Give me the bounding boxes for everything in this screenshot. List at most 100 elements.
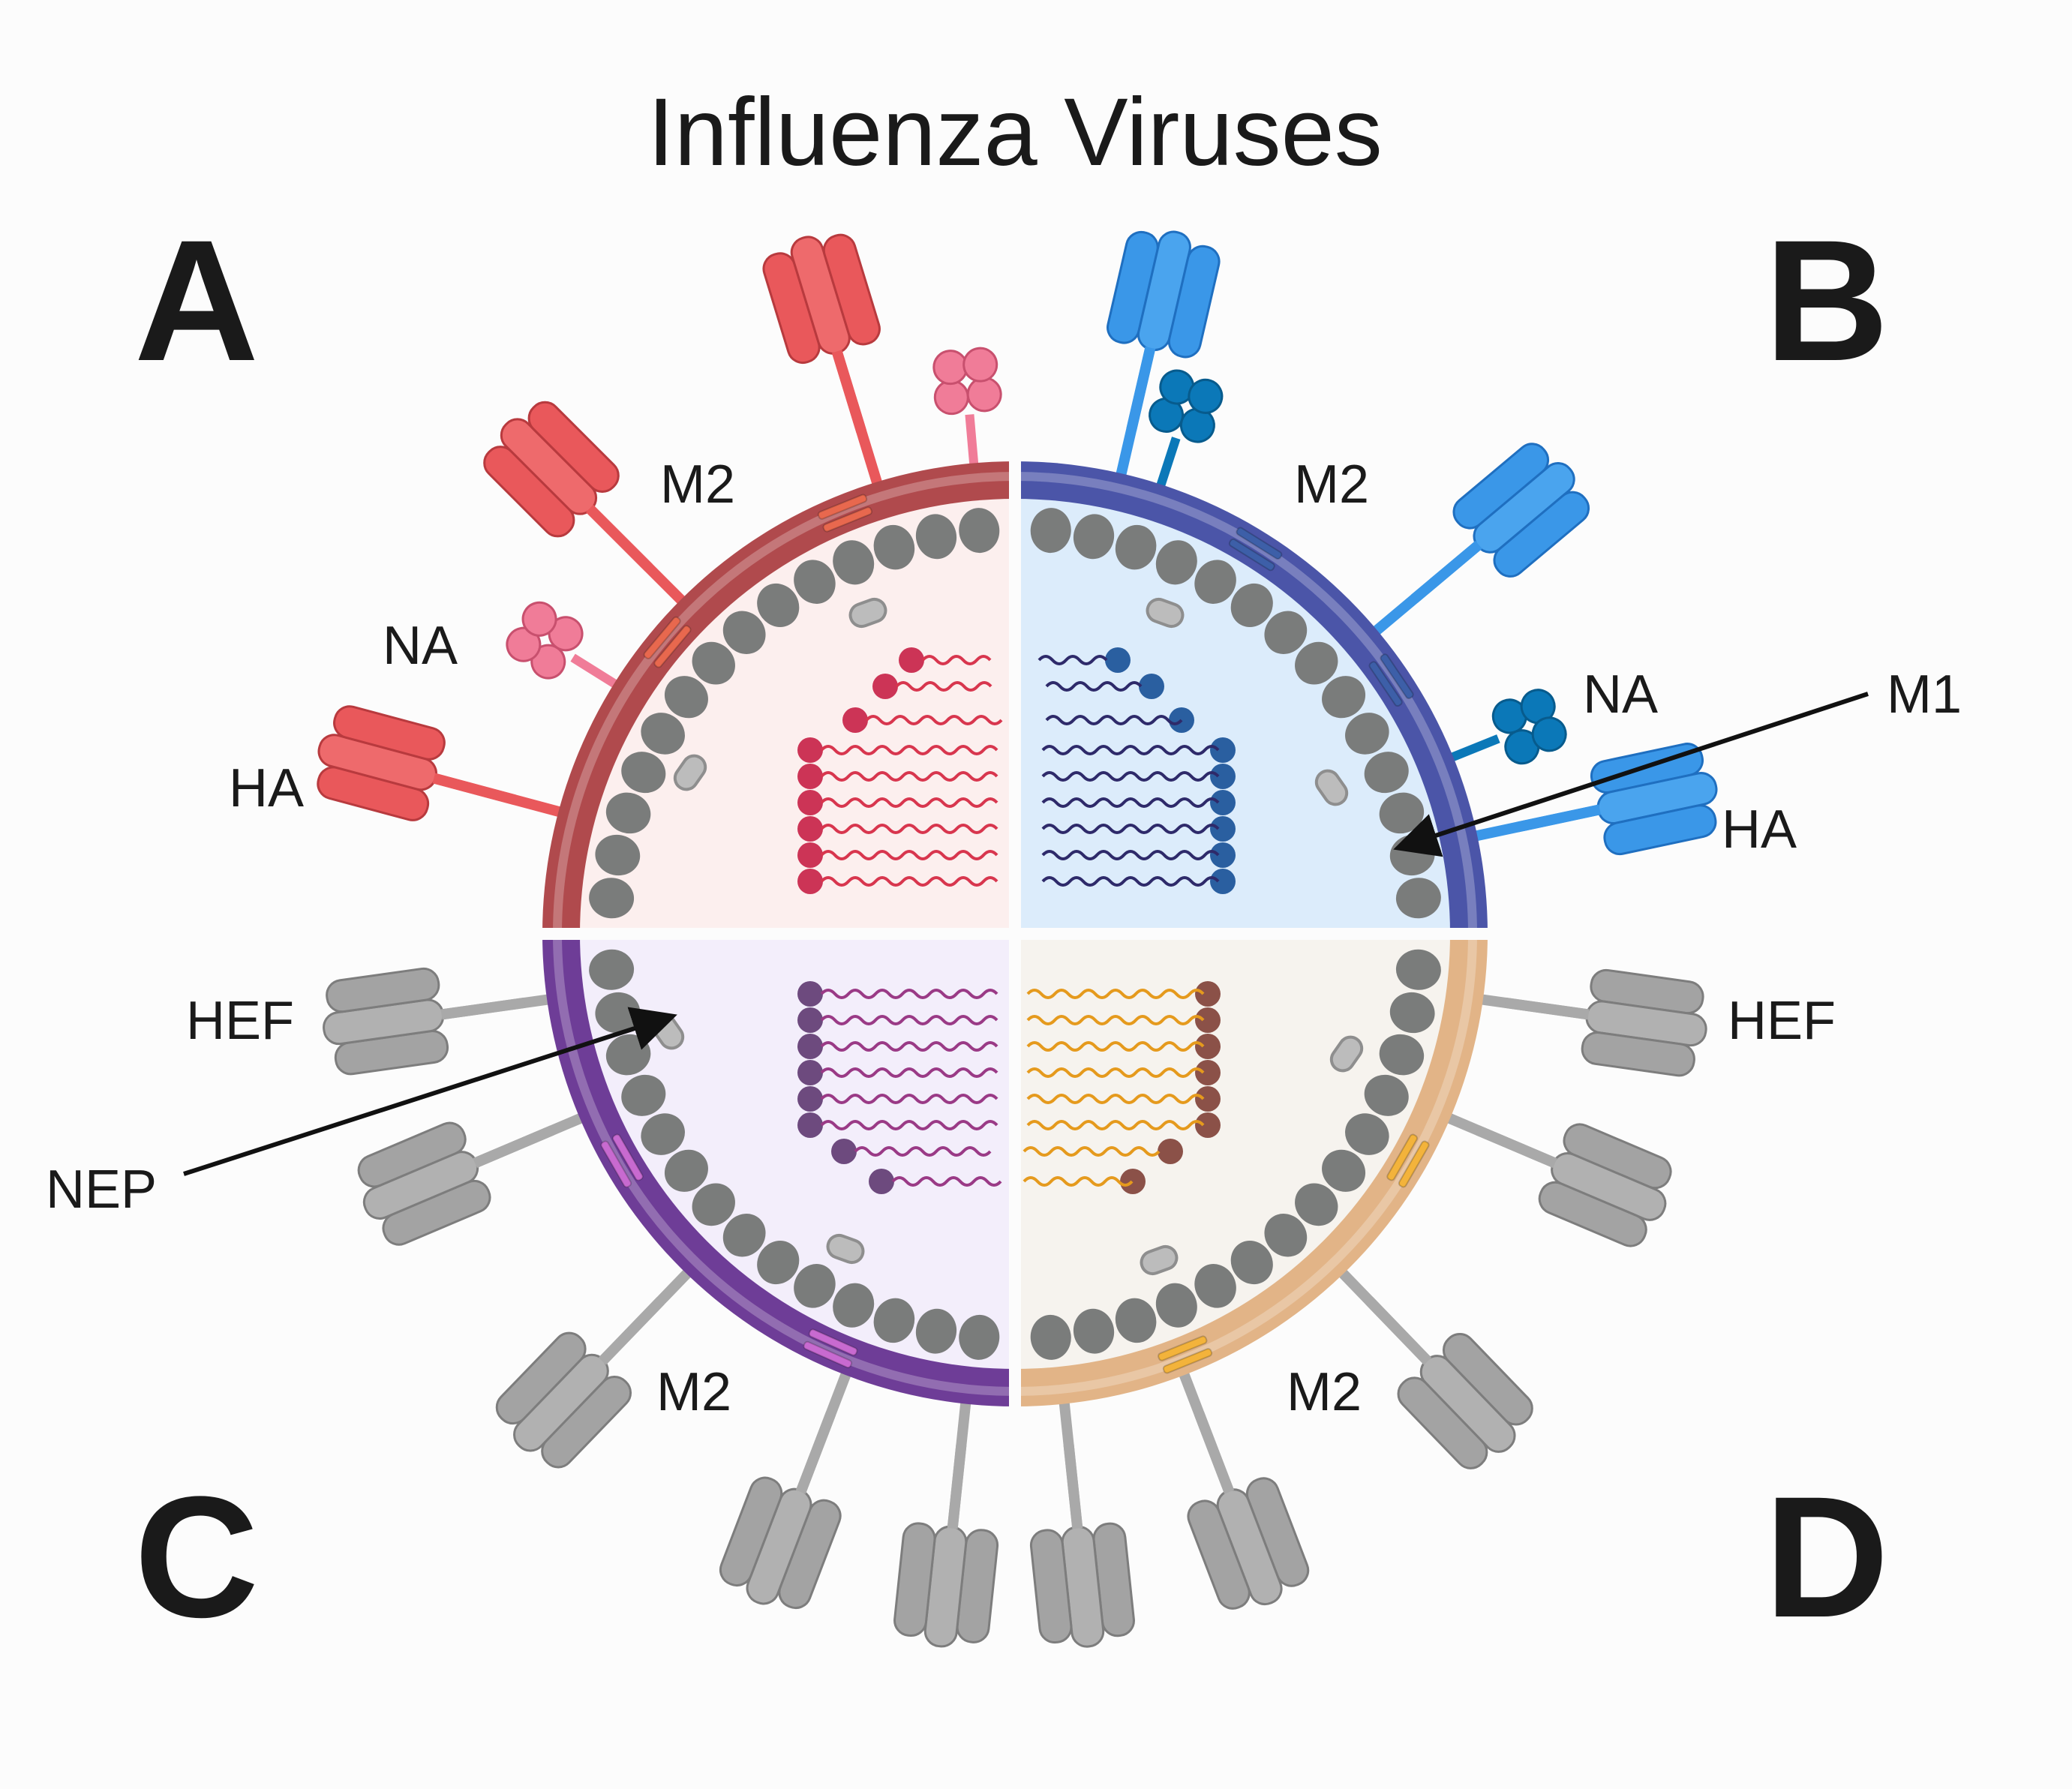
d-m1-bead <box>1389 992 1435 1034</box>
c-m2-channel-0 <box>600 1133 644 1188</box>
d-m1-bead <box>1295 1183 1338 1226</box>
b-m1-bead <box>1364 752 1409 794</box>
c-rnp-strand <box>820 1120 998 1130</box>
a-m2-channel-1-b <box>653 625 692 668</box>
c-m1-bead <box>664 1149 708 1192</box>
d-rnp-strand <box>1026 1041 1205 1052</box>
divider-horizontal <box>535 928 1495 940</box>
b-rnp-strand <box>1045 681 1143 692</box>
c-rnp-bead <box>797 1112 823 1138</box>
a-nep-capsule-1 <box>673 754 707 791</box>
c-rnp-strand <box>854 1146 992 1157</box>
d-m2-channel-0-b <box>1386 1133 1419 1181</box>
b-m1-bead <box>1395 878 1441 919</box>
a-m1-bead <box>833 540 875 585</box>
a-ha-spike-0 <box>306 700 567 846</box>
b-rnp-strand <box>1041 824 1220 834</box>
a-rnp-bead <box>797 790 823 815</box>
a-envelope-highlight <box>553 472 1016 935</box>
d-hef-spike-4 <box>1019 1395 1137 1652</box>
d-m1-bead <box>1194 1264 1236 1308</box>
d-m1-bead <box>1264 1214 1308 1257</box>
a-nep-capsule-0 <box>848 597 887 629</box>
a-m1-bead <box>589 878 635 919</box>
label-hef-d: HEF <box>1728 991 1836 1051</box>
label-ha-b: HA <box>1722 800 1797 860</box>
c-rnp-strand <box>820 1067 998 1078</box>
b-rnp-bead <box>1210 764 1236 789</box>
a-m1-bead <box>757 583 800 627</box>
nep-arrow <box>183 1007 677 1176</box>
c-envelope-highlight <box>553 933 1016 1396</box>
label-m1: M1 <box>1887 665 1962 725</box>
b-rnp-bead <box>1210 737 1236 763</box>
b-m1-bead <box>1345 713 1389 755</box>
b-m2-channel-1-a <box>1380 653 1414 700</box>
b-rnp-bead <box>1210 842 1236 868</box>
d-m1-bead <box>1379 1034 1425 1076</box>
quadrant-letter-c: C <box>134 1460 259 1653</box>
a-m1-bead <box>722 611 766 654</box>
d-rnp-strand <box>1022 1146 1161 1157</box>
a-m1-bead <box>915 514 957 560</box>
b-rnp-strand <box>1041 745 1220 755</box>
a-rnp-bead <box>899 647 924 673</box>
d-rnp-bead <box>1158 1139 1183 1164</box>
page-title: Influenza Viruses <box>647 79 1383 186</box>
c-rnp-bead <box>797 1060 823 1085</box>
c-m1-bead <box>794 1264 836 1308</box>
c-rnp-strand <box>891 1176 1002 1187</box>
a-m1-bead <box>692 641 735 685</box>
a-m2-channel-0-a <box>817 494 868 520</box>
d-rnp-bead <box>1195 1060 1221 1085</box>
b-nep-capsule-0 <box>1146 597 1185 629</box>
c-m2-channel-0-b <box>611 1133 644 1181</box>
c-m1-bead <box>757 1241 800 1285</box>
d-rnp-bead <box>1195 981 1221 1007</box>
c-m2-channel-0-a <box>600 1140 632 1188</box>
c-hef-spike-0 <box>316 953 556 1079</box>
a-m1-bead <box>621 752 666 794</box>
a-rnp-strand <box>820 771 998 782</box>
a-ha-spike-1 <box>471 389 690 609</box>
c-hef-spike-3 <box>712 1366 875 1621</box>
b-rnp-strand <box>1041 850 1220 860</box>
a-m2-channel-1-a <box>643 616 681 659</box>
quadrant-letter-d: D <box>1764 1460 1889 1653</box>
a-rnp-bead <box>797 869 823 894</box>
b-m2-channel-1 <box>1368 653 1414 707</box>
c-m1-bead <box>692 1183 735 1226</box>
a-rnp-strand <box>865 715 1003 725</box>
d-m2-channel-1 <box>1158 1335 1213 1374</box>
b-m1-bead <box>1030 508 1071 554</box>
c-rnp-strand <box>820 1094 998 1104</box>
d-rnp-strand <box>1026 989 1205 999</box>
a-m1-bead <box>605 792 651 834</box>
c-hef-spike-1 <box>346 1085 590 1253</box>
a-m1-bead <box>873 524 915 570</box>
c-rnp-bead <box>797 1086 823 1112</box>
d-m1-bead <box>1115 1298 1157 1343</box>
c-m1-bead <box>873 1298 915 1343</box>
c-m2-channel-1-b <box>808 1328 858 1356</box>
c-m1-bead <box>722 1214 766 1257</box>
d-rnp-strand <box>1026 1120 1205 1130</box>
d-m2-channel-0-a <box>1398 1140 1430 1188</box>
d-m1-bead <box>1030 1314 1071 1360</box>
b-m2-channel-0 <box>1228 527 1283 572</box>
c-rnp-strand <box>820 1041 998 1052</box>
d-rnp-bead <box>1195 1007 1221 1033</box>
c-m1-bead <box>641 1113 685 1155</box>
c-rnp-strand <box>820 989 998 999</box>
c-hef-spike-4 <box>891 1395 1009 1652</box>
b-envelope-highlight <box>1014 472 1477 935</box>
c-m1-bead <box>833 1283 875 1328</box>
d-envelope-highlight <box>1014 933 1477 1396</box>
d-m1-bead <box>1230 1241 1273 1285</box>
label-na-a: NA <box>383 616 458 676</box>
d-rnp-strand <box>1026 1067 1205 1078</box>
a-rnp-bead <box>797 842 823 868</box>
label-nep: NEP <box>46 1160 157 1220</box>
d-m1-bead <box>1322 1149 1366 1192</box>
b-nep-capsule-1 <box>1314 769 1349 806</box>
